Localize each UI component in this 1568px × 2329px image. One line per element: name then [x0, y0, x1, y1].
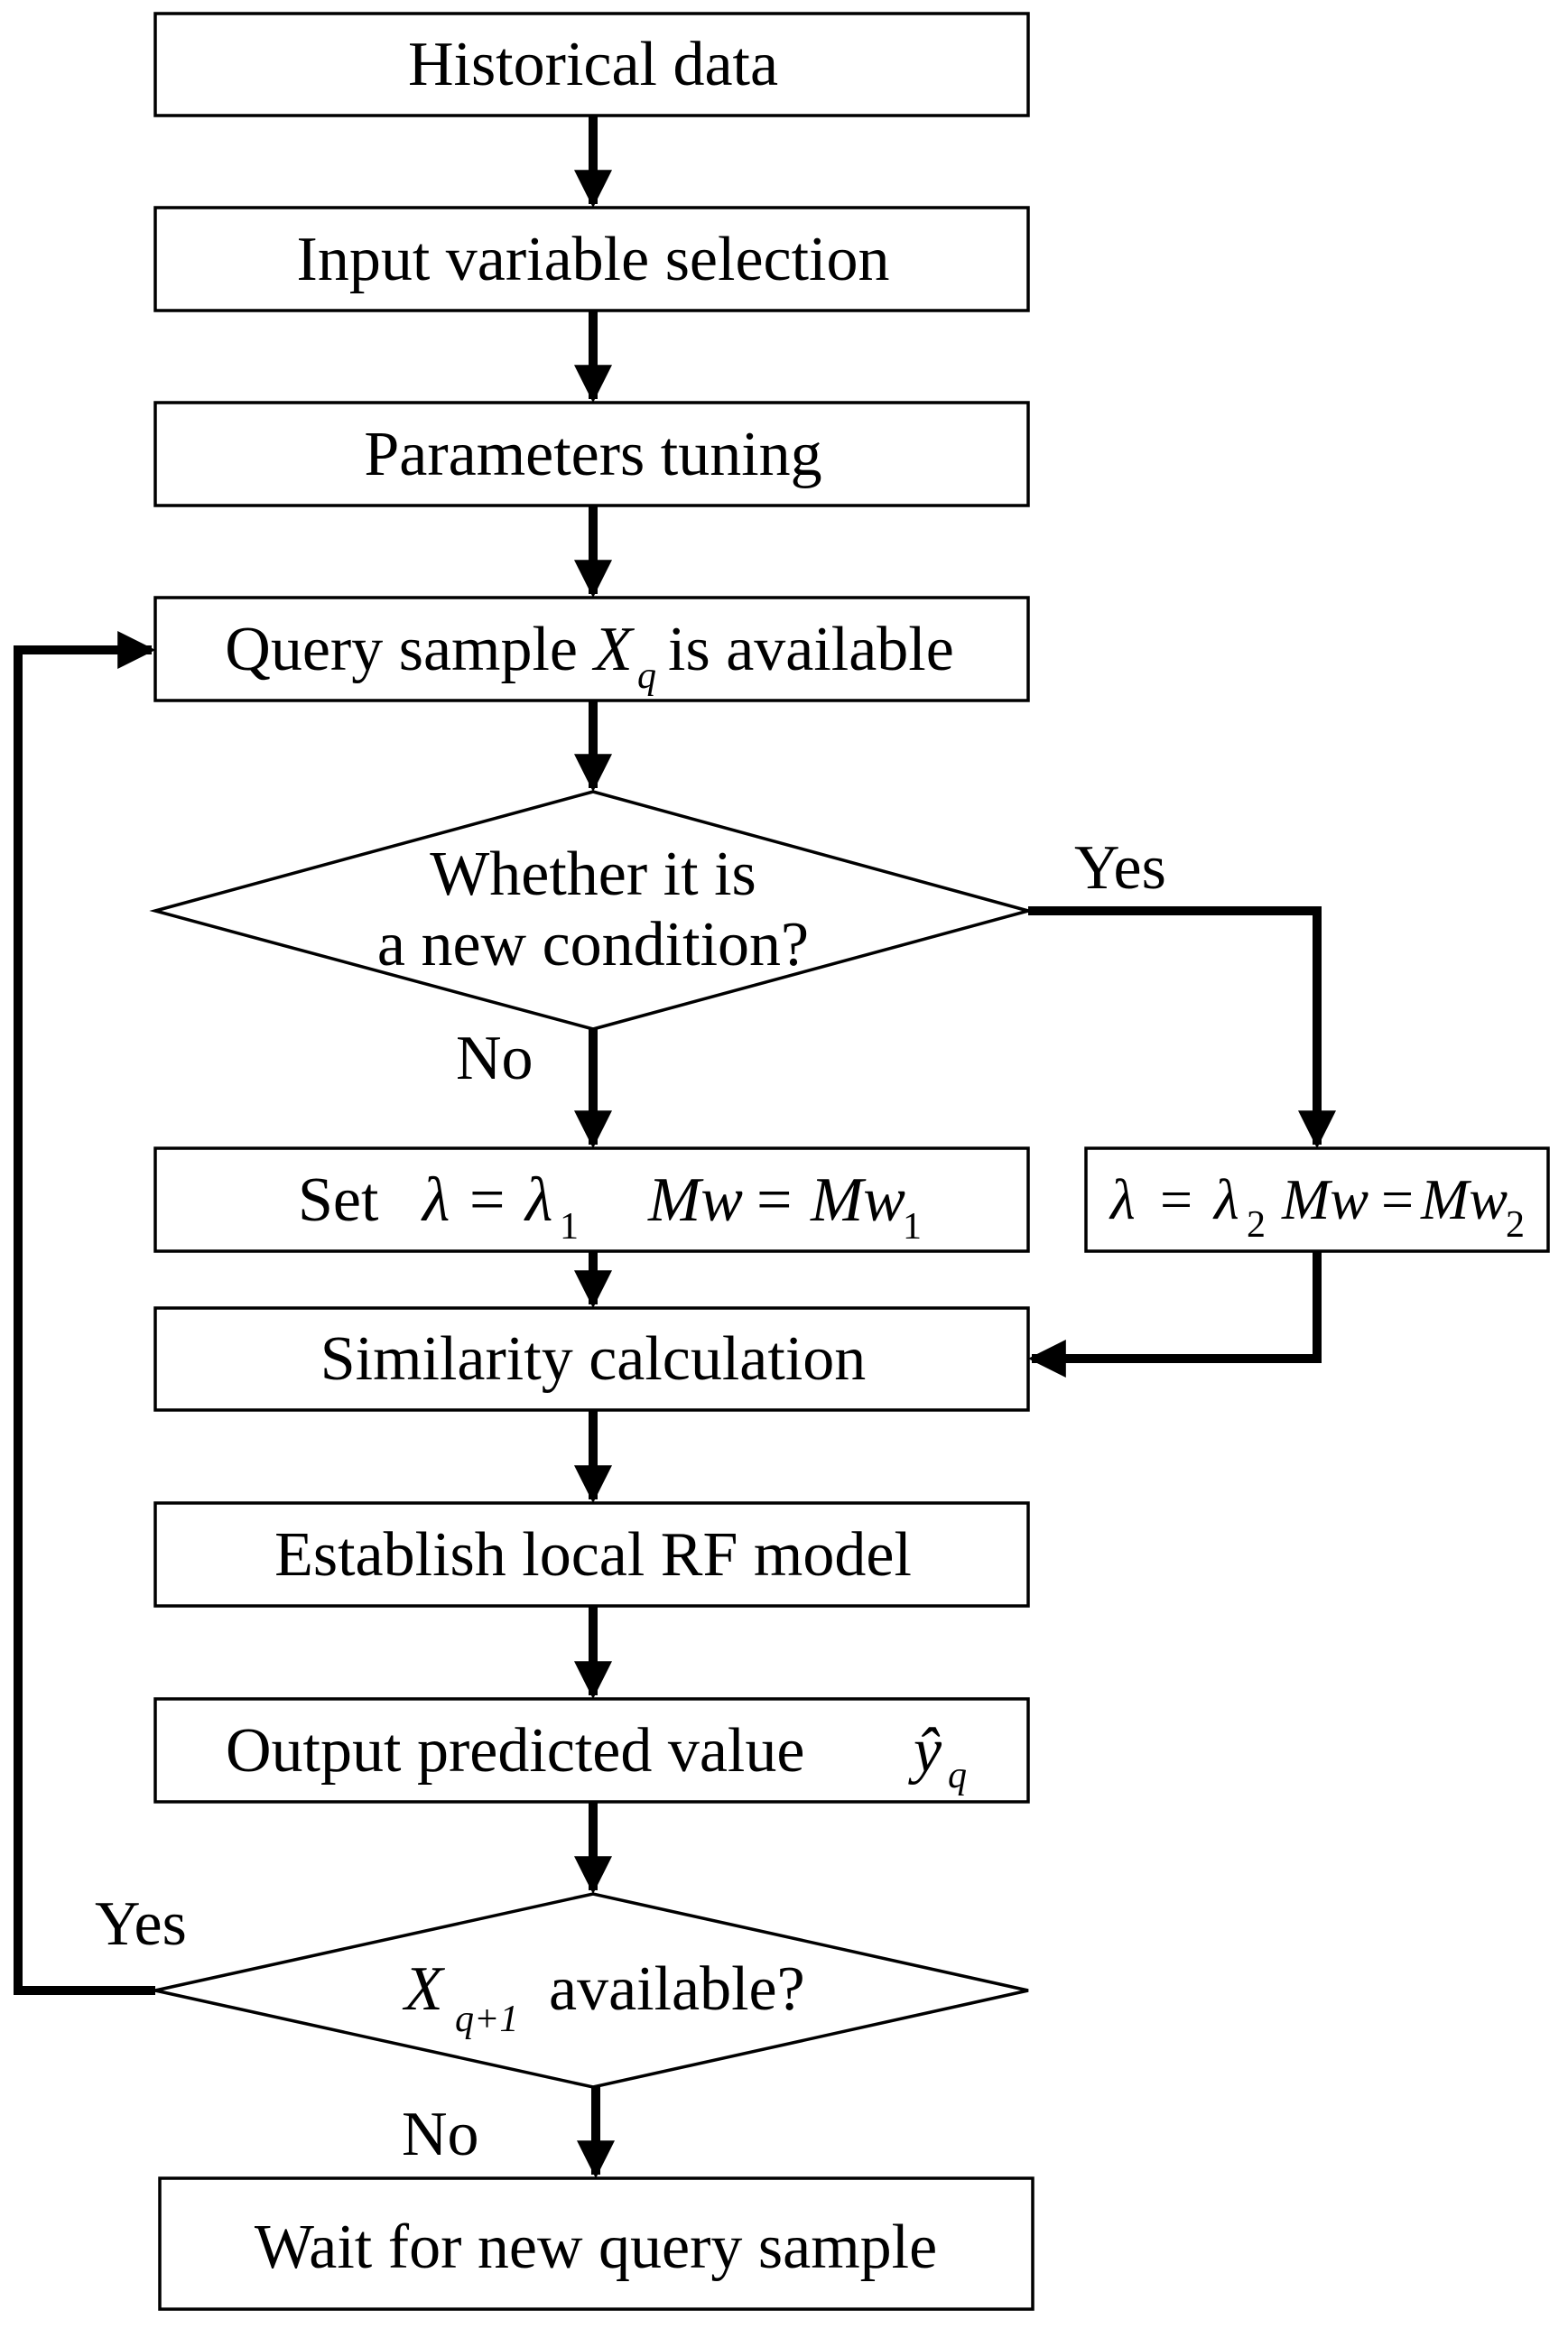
label-decision1-no: No	[456, 1024, 533, 1093]
label-decision2-yes: Yes	[95, 1889, 187, 1959]
arrow-decision2-yes-loop	[14, 631, 156, 1995]
label-decision1-line1: Whether it is	[430, 840, 756, 909]
label-wait: Wait for new query sample	[255, 2213, 937, 2282]
label-l2-lambda: λ	[1109, 1167, 1136, 1231]
box-set-lambda1	[153, 1146, 1030, 1253]
diamond-next-sample	[154, 1892, 1029, 2089]
label-output-predicted-value: Output predicted value	[226, 1716, 804, 1786]
label-l2-eq1: =	[1160, 1167, 1192, 1231]
label-l2-lambda2-sub: 2	[1247, 1204, 1266, 1246]
label-decision2-sub: q+1	[455, 1999, 518, 2040]
box-historical-data	[153, 12, 1030, 117]
label-historical-data: Historical data	[408, 30, 778, 99]
box-query-sample	[153, 596, 1030, 702]
label-query-var: X	[591, 615, 636, 684]
label-set: Set	[298, 1165, 379, 1235]
label-decision2-no: No	[402, 2100, 479, 2169]
label-decision1-line2: a new condition?	[377, 910, 809, 979]
label-set-lambda1-sub: 1	[560, 1206, 579, 1248]
label-input-variable-selection: Input variable selection	[297, 225, 890, 294]
arrow-lambda2-to-similarity	[1027, 1251, 1322, 1378]
label-l2-mw2: Mw	[1420, 1167, 1508, 1231]
label-set-lambda1: λ	[524, 1165, 552, 1235]
label-establish-model: Establish local RF model	[274, 1520, 912, 1590]
label-set-mw: Mw	[647, 1165, 743, 1235]
label-decision2-var: X	[402, 1954, 446, 2024]
label-query-suffix: is available	[668, 615, 954, 684]
label-parameters-tuning: Parameters tuning	[364, 420, 821, 489]
label-set-lambda: λ	[421, 1165, 450, 1235]
label-decision1-yes: Yes	[1074, 833, 1166, 903]
label-query-prefix: Query sample	[225, 615, 578, 684]
arrow-decision-yes-to-lambda2	[1028, 906, 1336, 1149]
label-l2-eq2: =	[1381, 1167, 1414, 1231]
label-l2-lambda2: λ	[1212, 1167, 1239, 1231]
box-input-variable-selection	[153, 206, 1030, 312]
box-lambda2	[1084, 1146, 1550, 1253]
label-set-mw1: Mw	[810, 1165, 905, 1235]
label-similarity-calculation: Similarity calculation	[320, 1324, 867, 1394]
label-set-mw1-sub: 1	[903, 1206, 922, 1248]
label-l2-mw2-sub: 2	[1506, 1204, 1525, 1246]
label-l2-mw: Mw	[1281, 1167, 1369, 1231]
label-y-hat: ŷ	[908, 1716, 942, 1786]
box-similarity-calculation	[153, 1306, 1030, 1412]
label-set-eq2: =	[756, 1165, 792, 1235]
label-query-sub: q	[637, 655, 656, 697]
label-set-eq1: =	[469, 1165, 505, 1235]
label-decision2-suffix: available?	[549, 1954, 805, 2024]
label-y-hat-sub: q	[948, 1755, 967, 1796]
